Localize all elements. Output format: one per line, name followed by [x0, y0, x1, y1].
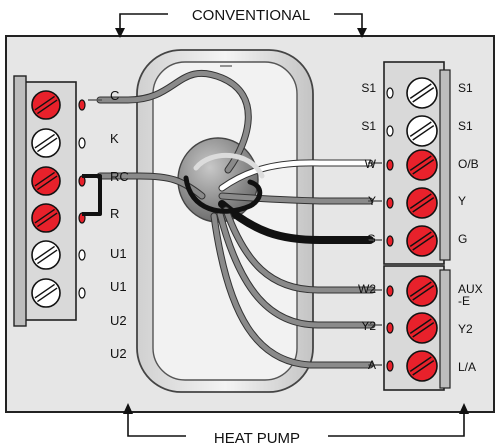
right-outer-label: -E	[458, 294, 470, 308]
right-inner-label: S1	[361, 119, 376, 133]
heat-pump-label: HEAT PUMP	[214, 430, 300, 447]
conventional-bracket	[119, 13, 363, 30]
right-outer-label: O/B	[458, 157, 479, 171]
left-terminal-label: U1	[110, 279, 127, 294]
right-inner-label: Y	[368, 194, 376, 208]
terminal-hole	[386, 159, 394, 171]
terminal-hole	[78, 249, 86, 261]
right-wire-ends	[368, 162, 382, 366]
right-terminal-screw	[406, 225, 438, 257]
left-terminal-screw	[31, 278, 61, 308]
left-terminal-label: K	[110, 131, 119, 146]
left-terminal-label: U2	[110, 346, 127, 361]
left-terminal-label: U1	[110, 246, 127, 261]
right-outer-label: AUX	[458, 282, 483, 296]
right-outer-label: G	[458, 232, 467, 246]
wire-loop	[183, 175, 263, 214]
conventional-arrows	[115, 28, 367, 38]
right-outer-label: S1	[458, 119, 473, 133]
left-terminal-block	[13, 75, 86, 327]
terminal-hole	[78, 137, 86, 149]
right-terminal-screw	[406, 187, 438, 219]
terminal-hole	[386, 197, 394, 209]
left-terminal-label: RC	[110, 169, 129, 184]
left-terminal-screw	[31, 240, 61, 270]
right-inner-label: A	[368, 358, 376, 372]
left-terminal-label: C	[110, 88, 119, 103]
right-inner-label: W	[365, 157, 377, 171]
right-outer-label: Y	[458, 194, 466, 208]
wires	[96, 69, 376, 369]
left-terminal-screw	[31, 166, 61, 196]
left-terminal-screw	[31, 90, 61, 120]
left-terminal-label: U2	[110, 313, 127, 328]
terminal-hole	[386, 235, 394, 247]
left-terminal-screw	[31, 203, 61, 233]
right-outer-label: L/A	[458, 360, 476, 374]
terminal-hole	[386, 360, 394, 372]
right-inner-label: Y2	[361, 319, 376, 333]
right-terminal-screw	[406, 275, 438, 307]
right-outer-label: Y2	[458, 322, 473, 336]
terminal-hole	[386, 285, 394, 297]
right-terminal-screw	[406, 312, 438, 344]
terminal-hole	[386, 125, 394, 137]
right-outer-label: S1	[458, 81, 473, 95]
terminal-hole	[78, 99, 86, 111]
heat-pump-arrows	[123, 403, 469, 414]
right-terminal-screw	[406, 149, 438, 181]
right-inner-label: S1	[361, 81, 376, 95]
left-terminal-screw	[31, 128, 61, 158]
terminal-hole	[78, 287, 86, 299]
left-terminal-label: R	[110, 206, 119, 221]
rc-r-jumper	[82, 174, 102, 216]
right-terminal-screw	[406, 77, 438, 109]
conventional-label: CONVENTIONAL	[192, 7, 310, 24]
terminal-hole	[386, 87, 394, 99]
terminal-hole	[386, 322, 394, 334]
right-inner-label: G	[367, 232, 376, 246]
right-terminal-screw	[406, 350, 438, 382]
heat-pump-bracket	[127, 414, 465, 437]
right-terminal-screw	[406, 115, 438, 147]
right-terminal-block	[383, 61, 451, 391]
right-inner-label: W2	[358, 282, 376, 296]
